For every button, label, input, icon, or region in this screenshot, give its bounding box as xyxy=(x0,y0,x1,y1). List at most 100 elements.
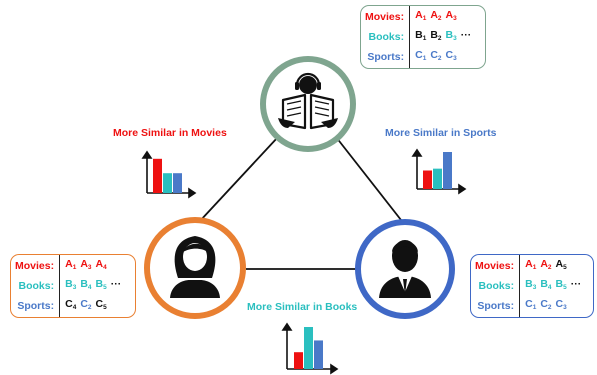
item-letter: B xyxy=(65,278,73,290)
sports-item: C5 xyxy=(95,298,107,311)
item-index: 5 xyxy=(563,284,567,291)
more-ellipsis: ··· xyxy=(460,29,472,41)
books-item: B5 xyxy=(555,278,567,291)
item-index: 2 xyxy=(87,304,92,311)
item-index: 3 xyxy=(453,35,457,42)
item-letter: B xyxy=(540,278,548,290)
item-index: 2 xyxy=(437,55,442,62)
top-user-ring xyxy=(260,56,356,152)
sports-category-label: Sports: xyxy=(477,299,515,312)
movies-category-label: Movies: xyxy=(365,10,405,23)
edge-top-right xyxy=(335,136,413,235)
item-letter: C xyxy=(445,49,454,61)
item-letter: A xyxy=(555,258,564,270)
sports-chart-bar-sports xyxy=(443,152,452,189)
woman-icon xyxy=(170,236,220,298)
books-item: B1 xyxy=(415,29,427,42)
item-index: 3 xyxy=(532,284,537,291)
chart-movies-bars xyxy=(153,158,182,193)
item-index: 2 xyxy=(547,304,552,311)
movies-item: A3 xyxy=(80,258,92,271)
sports-item: C2 xyxy=(430,49,442,62)
item-index: 5 xyxy=(103,304,107,311)
sports-chart-bar-movies xyxy=(423,170,432,189)
item-letter: C xyxy=(65,298,73,310)
item-letter: C xyxy=(540,298,548,310)
movies-item: A3 xyxy=(445,9,457,22)
books-item: B5 xyxy=(96,278,107,291)
item-index: 1 xyxy=(72,264,77,271)
movies-item: A4 xyxy=(96,258,107,271)
reader-icon xyxy=(278,72,338,130)
item-index: 4 xyxy=(72,304,77,311)
item-index: 1 xyxy=(422,55,427,62)
movies-category-label: Movies: xyxy=(475,259,515,272)
item-letter: C xyxy=(430,49,438,61)
chart-sports-bars xyxy=(423,152,452,189)
sports-chart-bar-books xyxy=(433,168,442,189)
item-letter: A xyxy=(525,258,533,270)
item-index: 2 xyxy=(437,35,442,42)
item-index: 4 xyxy=(87,284,92,291)
books-item: B4 xyxy=(540,278,552,291)
movies-item: A2 xyxy=(540,258,552,271)
item-letter: B xyxy=(525,278,533,290)
sports-category-label: Sports: xyxy=(367,50,405,63)
sports-item: C3 xyxy=(445,49,457,62)
item-letter: A xyxy=(80,258,88,270)
item-index: 3 xyxy=(563,304,567,311)
item-index: 4 xyxy=(547,284,552,291)
more-ellipsis: ··· xyxy=(110,278,122,290)
similarity-sports-label: More Similar in Sports xyxy=(385,127,497,139)
item-index: 5 xyxy=(103,284,107,291)
item-index: 3 xyxy=(87,264,92,271)
books-item: B2 xyxy=(430,29,442,42)
item-letter: A xyxy=(540,258,548,270)
books-chart-bar-movies xyxy=(294,352,303,369)
card-category-column: Movies: Books: Sports: xyxy=(361,6,411,68)
movies-item: A5 xyxy=(555,258,567,271)
item-letter: C xyxy=(555,298,564,310)
books-category-label: Books: xyxy=(368,30,405,43)
item-letter: B xyxy=(415,29,423,41)
item-index: 1 xyxy=(422,35,427,42)
more-ellipsis: ··· xyxy=(570,278,582,290)
item-index: 2 xyxy=(547,264,552,271)
man-icon xyxy=(379,240,431,298)
books-chart-bar-books xyxy=(304,327,313,369)
item-letter: A xyxy=(445,9,454,21)
movies-item: A1 xyxy=(415,9,427,22)
books-item: B3 xyxy=(445,29,457,42)
item-letter: C xyxy=(95,298,104,310)
card-category-column: Movies:Books:Sports: xyxy=(11,255,61,317)
item-index: 1 xyxy=(422,15,427,22)
item-index: 1 xyxy=(532,264,537,271)
item-index: 3 xyxy=(453,55,457,62)
card-category-column: Movies: Books: Sports: xyxy=(471,255,521,317)
sports-item: C1 xyxy=(415,49,427,62)
sports-item: C1 xyxy=(525,298,536,311)
item-letter: B xyxy=(555,278,564,290)
item-index: 3 xyxy=(453,15,457,22)
similarity-movies-label: More Similar in Movies xyxy=(113,127,227,139)
sports-item: C3 xyxy=(555,298,567,311)
item-letter: B xyxy=(445,29,454,41)
books-category-label: Books: xyxy=(478,279,515,292)
sports-item: C2 xyxy=(80,298,92,311)
movies-item: A1 xyxy=(65,258,77,271)
item-letter: C xyxy=(525,298,533,310)
